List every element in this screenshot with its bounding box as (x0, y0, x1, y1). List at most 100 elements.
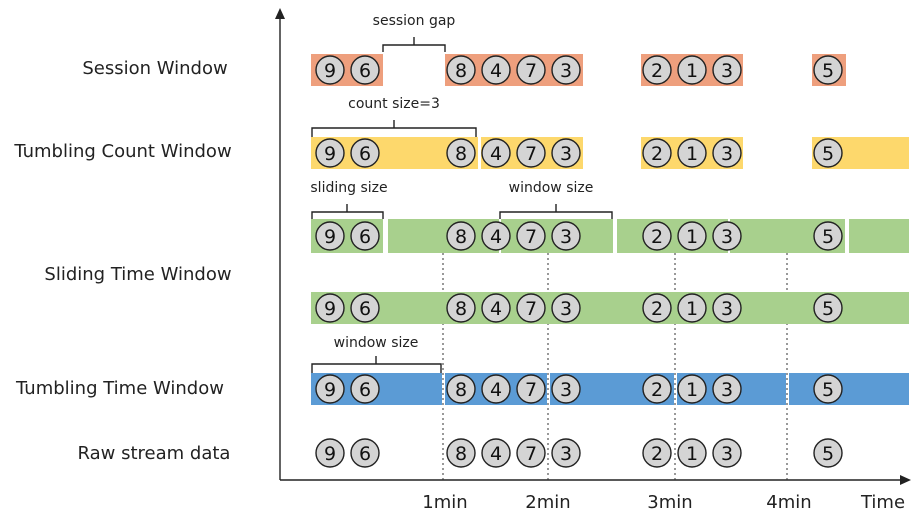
event-circle-session (712, 55, 742, 85)
event-value-tumbling-count: 8 (455, 143, 467, 165)
event-value-sliding-upper: 2 (651, 226, 663, 248)
row-label-sliding-time-window: Sliding Time Window (44, 264, 231, 285)
event-circle-session (446, 55, 476, 85)
event-value-tumbling-time: 7 (525, 379, 537, 401)
sliding-size-bracket (311, 204, 384, 219)
event-value-session: 8 (455, 60, 467, 82)
count-size-bracket (311, 120, 477, 137)
event-value-sliding-upper: 6 (359, 226, 371, 248)
window-size-sliding-annotation: window size (499, 180, 613, 219)
event-value-raw: 3 (721, 443, 733, 465)
event-value-tumbling-count: 9 (324, 143, 336, 165)
event-value-sliding-upper: 1 (686, 226, 698, 248)
event-circle-tumbling-count (813, 138, 843, 168)
row-label-tumbling-time-window: Tumbling Time Window (15, 378, 224, 399)
event-value-raw: 8 (455, 443, 467, 465)
event-circle-sliding-lower (551, 293, 581, 323)
event-circle-raw (677, 438, 707, 468)
event-circle-tumbling-count (350, 138, 380, 168)
event-circle-tumbling-count (712, 138, 742, 168)
event-value-tumbling-time: 3 (560, 379, 572, 401)
event-circle-raw (350, 438, 380, 468)
sliding-size-label: sliding size (310, 180, 387, 196)
event-value-sliding-upper: 7 (525, 226, 537, 248)
event-circle-tumbling-time (712, 374, 742, 404)
event-value-tumbling-time: 2 (651, 379, 663, 401)
event-value-session: 4 (490, 60, 502, 82)
event-circle-tumbling-count (315, 138, 345, 168)
event-value-session: 5 (822, 60, 834, 82)
event-circle-raw (315, 438, 345, 468)
window-size-sliding-bracket (499, 204, 613, 219)
event-circle-session (350, 55, 380, 85)
event-value-raw: 4 (490, 443, 502, 465)
event-circle-sliding-lower (516, 293, 546, 323)
event-circle-tumbling-count (642, 138, 672, 168)
event-circle-tumbling-time (481, 374, 511, 404)
tick-4min: 4min (766, 492, 811, 513)
window-size-tumbling-bracket (311, 356, 442, 373)
event-value-tumbling-time: 5 (822, 379, 834, 401)
event-circle-sliding-upper (516, 221, 546, 251)
event-circle-session (516, 55, 546, 85)
event-value-sliding-upper: 4 (490, 226, 502, 248)
event-value-session: 2 (651, 60, 663, 82)
event-circle-tumbling-time (350, 374, 380, 404)
event-circle-tumbling-count (516, 138, 546, 168)
event-circle-sliding-upper (813, 221, 843, 251)
window-size-sliding-label: window size (509, 180, 594, 196)
event-value-sliding-upper: 5 (822, 226, 834, 248)
event-value-session: 1 (686, 60, 698, 82)
session-gap-label: session gap (373, 13, 456, 29)
y-axis-arrow (275, 8, 285, 19)
tick-3min: 3min (647, 492, 692, 513)
event-value-tumbling-time: 6 (359, 379, 371, 401)
event-circle-raw (516, 438, 546, 468)
event-value-session: 7 (525, 60, 537, 82)
event-circle-sliding-upper (446, 221, 476, 251)
event-circle-tumbling-count (481, 138, 511, 168)
event-value-sliding-upper: 3 (721, 226, 733, 248)
time-axis-label: Time (860, 492, 905, 513)
window-size-tumbling-annotation: window size (311, 335, 442, 373)
event-value-raw: 5 (822, 443, 834, 465)
count-size-annotation: count size=3 (311, 96, 477, 137)
event-value-tumbling-time: 3 (721, 379, 733, 401)
event-circle-raw (813, 438, 843, 468)
event-value-tumbling-count: 3 (560, 143, 572, 165)
event-circle-raw (712, 438, 742, 468)
event-circle-session (813, 55, 843, 85)
event-value-sliding-upper: 3 (560, 226, 572, 248)
tick-1min: 1min (422, 492, 467, 513)
sliding-window-bars-lower (311, 292, 909, 324)
event-circle-tumbling-time (551, 374, 581, 404)
tick-2min: 2min (525, 492, 570, 513)
event-circle-sliding-lower (350, 293, 380, 323)
event-value-raw: 6 (359, 443, 371, 465)
event-circle-tumbling-time (813, 374, 843, 404)
event-circle-sliding-lower (642, 293, 672, 323)
event-circle-tumbling-time (446, 374, 476, 404)
event-value-tumbling-count: 1 (686, 143, 698, 165)
event-circle-tumbling-count (551, 138, 581, 168)
event-circle-sliding-upper (481, 221, 511, 251)
event-circle-sliding-upper (551, 221, 581, 251)
event-circle-tumbling-count (446, 138, 476, 168)
event-circle-sliding-upper (350, 221, 380, 251)
event-value-sliding-lower: 2 (651, 298, 663, 320)
event-circle-sliding-upper (677, 221, 707, 251)
event-value-sliding-upper: 9 (324, 226, 336, 248)
event-circle-session (315, 55, 345, 85)
event-value-session: 3 (721, 60, 733, 82)
tumbling-time-window-bar (789, 373, 909, 405)
event-circle-sliding-lower (813, 293, 843, 323)
event-circle-sliding-lower (446, 293, 476, 323)
event-value-sliding-lower: 3 (721, 298, 733, 320)
event-circle-sliding-upper (315, 221, 345, 251)
event-circle-tumbling-time (315, 374, 345, 404)
event-circle-sliding-lower (677, 293, 707, 323)
event-circle-raw (481, 438, 511, 468)
event-value-tumbling-count: 2 (651, 143, 663, 165)
